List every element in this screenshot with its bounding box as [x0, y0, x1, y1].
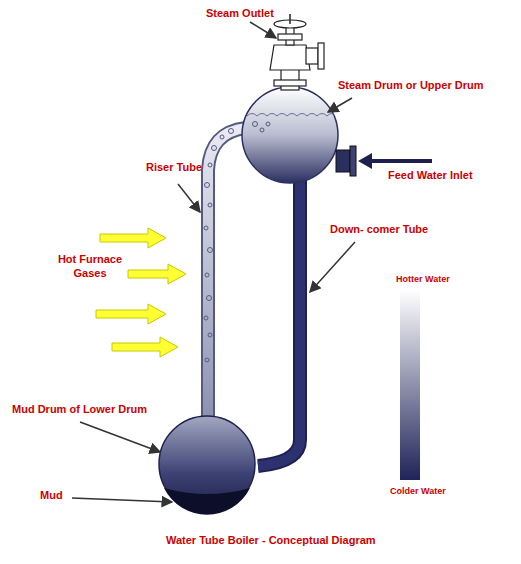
caption: Water Tube Boiler - Conceptual Diagram — [166, 533, 376, 547]
drum-label: Steam Drum or Upper Drum — [338, 78, 483, 92]
gases-label: Hot Furnace Gases — [40, 252, 140, 280]
riser-label: Riser Tube — [146, 160, 202, 174]
scale-label: Hotter Water — [396, 274, 450, 285]
scale-label: Colder Water — [390, 486, 446, 497]
outlet-label: Steam Outlet — [206, 6, 274, 20]
drum-label: Mud Drum of Lower Drum — [12, 402, 147, 416]
downcomer-label: Down- comer Tube — [330, 222, 428, 236]
mud-label: Mud — [40, 488, 63, 502]
inlet-label: Feed Water Inlet — [388, 168, 473, 182]
